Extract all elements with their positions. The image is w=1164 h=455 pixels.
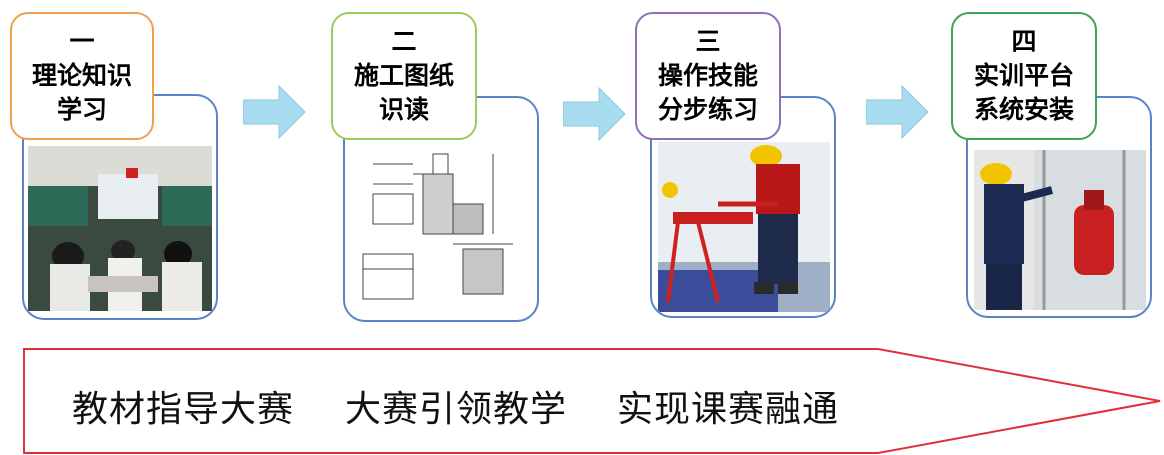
arrow-right-icon [243,84,306,140]
step4-number: 四 [1011,27,1037,56]
banner-phrase-2: 大赛引领教学 [345,389,568,430]
step1-title-line1: 理论知识 [31,61,132,90]
step1-label: 一 理论知识 学习 [10,12,154,140]
skill-practice-photo [658,142,830,312]
banner-phrase-3: 实现课赛融通 [617,389,840,430]
step1-number: 一 [69,27,95,56]
construction-drawing-image [353,144,529,314]
step3-title-line1: 操作技能 [657,61,758,90]
banner-phrase-1: 教材指导大赛 [72,389,295,430]
step3-title-line2: 分步练习 [657,95,758,124]
step2-title-line1: 施工图纸 [353,61,454,90]
step2-title-line2: 识读 [378,95,429,124]
banner-arrow-outline [23,348,1161,454]
step4-title-line1: 实训平台 [973,61,1074,90]
arrow-right-icon [866,84,929,140]
step1-title-line2: 学习 [56,95,107,124]
arrow-right-icon [563,86,626,142]
step4-label: 四 实训平台 系统安装 [951,12,1097,140]
step2-number: 二 [391,27,417,56]
classroom-photo [28,146,212,311]
step4-title-line2: 系统安装 [973,95,1074,124]
training-platform-photo [974,150,1146,310]
step2-label: 二 施工图纸 识读 [331,12,477,140]
step3-number: 三 [695,27,721,56]
step3-label: 三 操作技能 分步练习 [635,12,781,140]
